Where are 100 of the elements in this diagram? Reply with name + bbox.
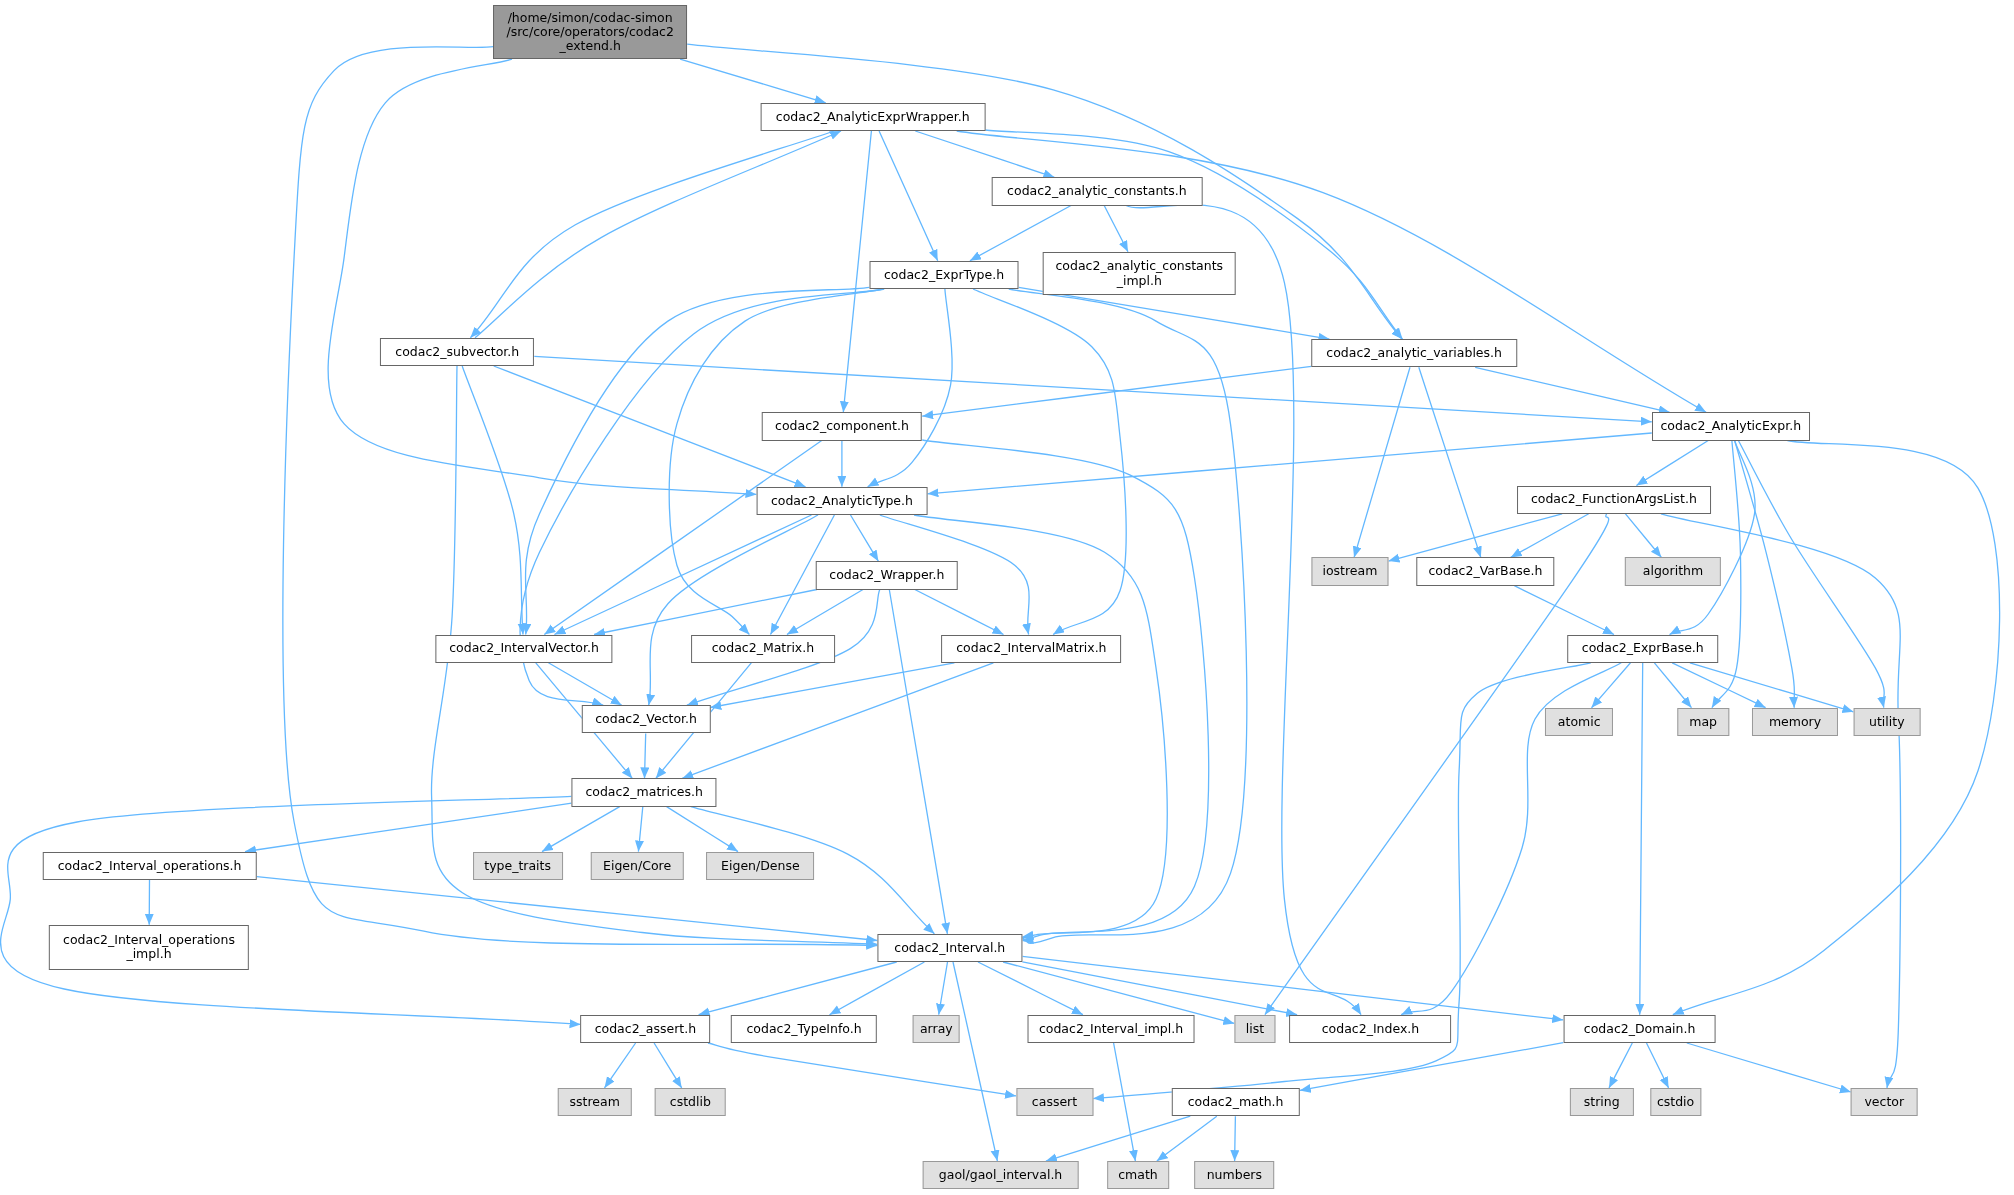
header-file-box xyxy=(1567,634,1719,663)
dependency-arrow xyxy=(1156,1115,1218,1162)
file-name: codac2_IntervalMatrix.h xyxy=(956,641,1107,656)
header-file-box xyxy=(991,177,1203,206)
file-name: Eigen/Dense xyxy=(721,858,800,873)
dependency-arrow xyxy=(493,365,807,488)
dependency-arrow xyxy=(327,58,758,499)
library-header-box xyxy=(1752,707,1838,736)
file-name: array xyxy=(919,1021,953,1036)
file-name: codac2_analytic_constants _impl.h xyxy=(1054,259,1225,288)
library-header-box xyxy=(1194,1161,1275,1190)
dependency-arrow xyxy=(984,129,1404,340)
dependency-arrow xyxy=(653,1042,683,1089)
dependency-arrow xyxy=(645,514,819,706)
file-name: codac2_component.h xyxy=(775,419,909,434)
file-name: codac2_Interval_operations.h xyxy=(57,858,242,873)
dependency-arrow xyxy=(1608,1042,1633,1089)
header-file-box xyxy=(730,1014,878,1043)
dependency-arrow xyxy=(1635,662,1645,1016)
file-name: Eigen/Core xyxy=(603,858,672,873)
root-file-box xyxy=(493,5,688,60)
dependency-arrow xyxy=(1264,513,1610,1016)
file-name: codac2_ExprBase.h xyxy=(1581,641,1704,656)
file-name: vector xyxy=(1864,1094,1905,1110)
file-name: codac2_Vector.h xyxy=(595,712,697,727)
header-file-box xyxy=(941,634,1122,663)
library-header-box xyxy=(1016,1087,1094,1117)
dependency-arrow xyxy=(1400,662,1622,1016)
file-name: /home/simon/codac-simon /src/core/operators/codac2 _extend.h xyxy=(505,10,675,54)
library-header-box xyxy=(1624,557,1722,586)
library-header-box xyxy=(1545,707,1614,736)
dependency-arrow xyxy=(522,286,871,636)
dependency-arrow xyxy=(690,805,936,935)
dependency-arrow xyxy=(1352,366,1411,559)
file-name: sstream xyxy=(569,1094,620,1110)
dependency-arrow xyxy=(956,130,1707,413)
header-file-box xyxy=(877,933,1023,963)
dependency-arrow xyxy=(1092,662,1592,1103)
header-file-box xyxy=(48,924,250,970)
file-name: codac2_Wrapper.h xyxy=(829,568,945,583)
file-name: memory xyxy=(1768,714,1822,730)
file-name: codac2_AnalyticExpr.h xyxy=(1660,419,1802,434)
file-name: utility xyxy=(1869,714,1905,730)
file-name: codac2_analytic_constants.h xyxy=(1007,184,1187,199)
file-name: codac2_ExprType.h xyxy=(884,267,1005,283)
header-file-box xyxy=(42,851,257,880)
header-file-box xyxy=(691,634,835,663)
dependency-arrow xyxy=(1103,204,1129,253)
file-name: cstdio xyxy=(1656,1094,1695,1110)
dependency-arrow xyxy=(1510,513,1590,559)
dependency-arrow xyxy=(878,130,939,262)
dependency-arrow xyxy=(603,1042,637,1089)
file-name: codac2_matrices.h xyxy=(585,785,703,800)
header-file-box xyxy=(380,337,535,367)
file-name: codac2_assert.h xyxy=(594,1021,697,1036)
dependency-arrow xyxy=(972,288,1127,636)
dependency-arrow xyxy=(686,43,1403,340)
dependency-arrow xyxy=(1021,955,1564,1024)
dependency-arrow xyxy=(914,588,1005,636)
dependency-arrow xyxy=(769,514,836,636)
dependency-arrow xyxy=(849,514,880,562)
header-file-box xyxy=(1416,557,1555,586)
dependency-arrow xyxy=(926,432,1653,498)
header-file-box xyxy=(760,102,986,131)
dependency-arrow xyxy=(1660,513,1902,1089)
dependency-arrow xyxy=(1672,439,2001,1016)
dependency-arrow xyxy=(461,365,527,636)
library-header-box xyxy=(1107,1161,1169,1190)
library-header-box xyxy=(557,1087,632,1117)
file-name: codac2_AnalyticType.h xyxy=(770,493,913,509)
dependency-arrow xyxy=(1513,585,1615,636)
library-header-box xyxy=(1853,707,1921,736)
dependency-arrow xyxy=(519,288,885,707)
header-file-box xyxy=(1311,339,1517,368)
file-name: codac2_AnalyticExprWrapper.h xyxy=(775,109,970,125)
dependency-arrow xyxy=(707,1042,1017,1099)
header-file-box xyxy=(869,260,1019,289)
file-name: codac2_analytic_variables.h xyxy=(1326,346,1502,361)
dependency-arrow xyxy=(665,805,739,853)
header-file-box xyxy=(1289,1014,1452,1043)
library-header-box xyxy=(1850,1087,1918,1117)
file-name: codac2_Interval.h xyxy=(894,940,1006,956)
dependency-arrow xyxy=(1590,662,1632,709)
file-name: codac2_IntervalVector.h xyxy=(449,641,599,656)
dependency-arrow xyxy=(921,365,1313,420)
library-header-box xyxy=(912,1014,960,1043)
library-header-box xyxy=(1311,557,1389,586)
dependency-arrow xyxy=(1734,439,1799,709)
library-header-box xyxy=(1569,1087,1634,1117)
header-file-box xyxy=(1171,1087,1300,1117)
file-name: codac2_subvector.h xyxy=(395,344,520,360)
dependency-arrow xyxy=(786,588,864,636)
library-header-box xyxy=(1677,707,1729,736)
dependency-arrow xyxy=(635,805,644,853)
dependency-arrow xyxy=(1635,439,1709,487)
library-header-box xyxy=(922,1161,1079,1190)
dependency-arrow xyxy=(553,514,813,636)
file-name: codac2_Domain.h xyxy=(1583,1021,1696,1036)
dependency-arrow xyxy=(0,795,582,1029)
dependency-arrow xyxy=(144,879,154,926)
